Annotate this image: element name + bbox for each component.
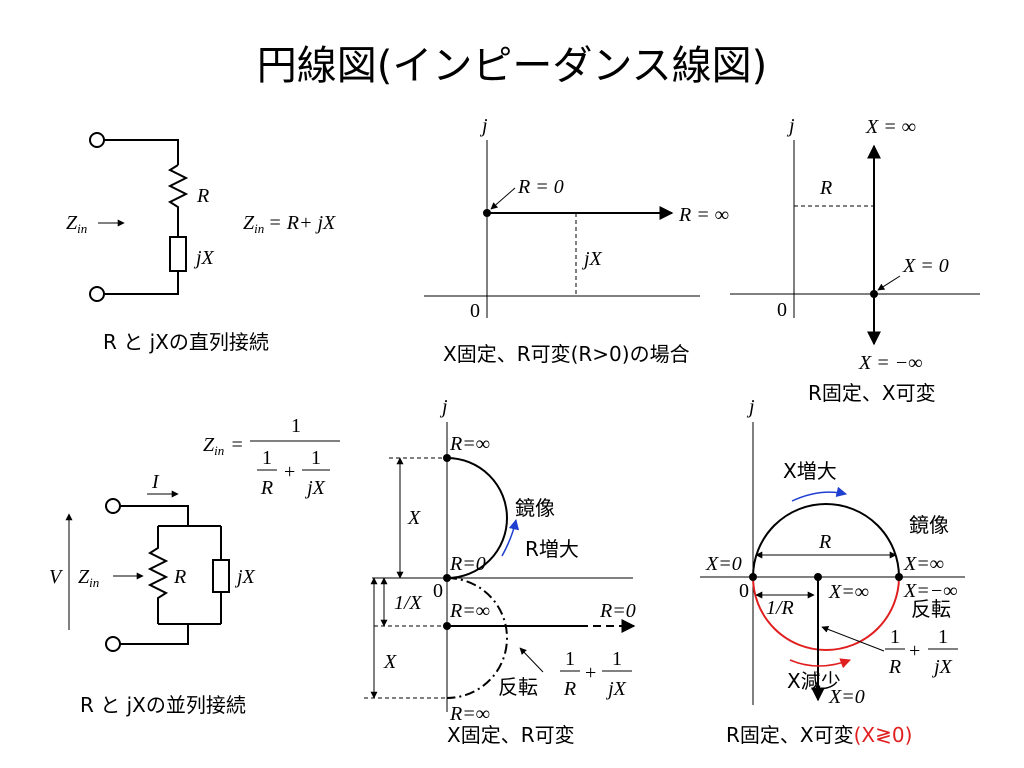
series-jx-label: jX — [193, 247, 215, 269]
pr-r-zero-right: R=0 — [599, 600, 636, 622]
svg-text:+: + — [284, 461, 295, 483]
reactance-jx — [212, 559, 230, 593]
svg-text:jX: jX — [605, 678, 627, 700]
svg-text:+: + — [909, 640, 920, 662]
r-fixed-x-neg-inf: X = −∞ — [858, 352, 922, 374]
pr-r-inf-top: R=∞ — [449, 433, 490, 455]
svg-text:R: R — [563, 678, 576, 700]
point-x-inf — [895, 573, 903, 581]
panel-parallel-x: j 0 X増大 鏡像 R X=0 X=∞ X=−∞ X=∞ 1/R 反転 1 R… — [700, 396, 965, 747]
terminal-top — [105, 498, 121, 514]
px-inv-r: 1/R — [766, 597, 794, 619]
px-x-zero-bottom: X=0 — [828, 686, 865, 708]
svg-text:j: j — [439, 396, 448, 418]
px-x-increase: X増大 — [783, 459, 837, 483]
svg-text:0: 0 — [739, 580, 749, 602]
svg-text:R: R — [888, 656, 901, 678]
r-fixed-x-pos-inf: X = ∞ — [865, 116, 916, 138]
svg-text:1: 1 — [938, 626, 948, 648]
px-mirror: 鏡像 — [909, 513, 949, 537]
svg-text:1: 1 — [612, 648, 622, 670]
px-x-zero-left: X=0 — [705, 553, 742, 575]
locus-upper-semicircle — [446, 457, 508, 579]
series-circuit: R jX Zin Zin= R+ jX R と jXの直列接続 — [66, 132, 336, 354]
slide-title: 円線図(インピーダンス線図) — [256, 43, 768, 89]
resistor-r — [147, 526, 169, 624]
svg-text:R: R — [260, 477, 273, 499]
r-fixed-caption: R固定、X可変 — [808, 381, 936, 405]
x-fixed-origin: 0 — [470, 300, 480, 322]
pr-inv-x: 1/X — [394, 592, 423, 614]
parallel-caption: R と jXの並列接続 — [80, 693, 246, 717]
pr-r-inf-mid: R=∞ — [449, 600, 490, 622]
px-r: R — [818, 531, 831, 553]
point-r-zero — [443, 574, 451, 582]
resistor-r — [167, 164, 189, 237]
parallel-circuit: Zin= 1 1 R + 1 jX I V Zin R jX R と jXの並列… — [49, 415, 340, 717]
terminal-top — [89, 132, 105, 148]
point-x-zero — [870, 290, 878, 298]
x-fixed-jx: jX — [581, 248, 603, 270]
x-fixed-caption: X固定、R可変(R>0)の場合 — [443, 342, 690, 366]
svg-text:1: 1 — [311, 447, 321, 469]
parallel-formula-num: 1 — [291, 415, 301, 437]
r-fixed-axis-j: j — [786, 115, 795, 137]
locus-lower-semicircle — [446, 577, 508, 699]
parallel-zin-circuit-label: Zin — [78, 566, 99, 590]
panel-r-fixed: j 0 X = ∞ R X = 0 X = −∞ R固定、X可変 — [730, 115, 980, 405]
px-x-neg-inf: X=−∞ — [903, 580, 957, 602]
svg-text:1: 1 — [565, 648, 575, 670]
x-decrease-arrow — [789, 658, 851, 669]
locus-lower-semicircle — [752, 576, 900, 651]
svg-text:+: + — [585, 662, 596, 684]
panel-parallel-r: j 0 R=∞ R=0 X 鏡像 R増大 1/X R=∞ R=0 X 反転 1 … — [364, 396, 636, 747]
point-x-zero — [749, 573, 757, 581]
r-fixed-r: R — [819, 177, 832, 199]
x-fixed-r-inf: R = ∞ — [678, 204, 729, 226]
px-x-decrease: X減少 — [787, 669, 841, 693]
pr-r-inf-bottom: R=∞ — [449, 703, 490, 725]
terminal-bottom — [105, 636, 121, 652]
px-x-inf-center: X=∞ — [828, 581, 869, 603]
parallel-i-label: I — [151, 471, 160, 493]
r-increase-arrow — [501, 518, 520, 557]
parallel-v-label: V — [49, 566, 64, 588]
parallel-jx-label: jX — [234, 566, 256, 588]
terminal-bottom — [89, 286, 105, 302]
svg-text:1: 1 — [262, 447, 272, 469]
series-zin-label: Zin — [66, 212, 87, 236]
svg-text:1: 1 — [890, 626, 900, 648]
pr-mirror: 鏡像 — [515, 496, 555, 520]
x-increase-arrow — [791, 486, 848, 502]
series-formula: Zin= R+ jX — [243, 212, 336, 236]
locus-upper-semicircle — [752, 503, 900, 578]
pr-invert: 反転 — [498, 675, 538, 699]
px-x-inf-right: X=∞ — [903, 553, 944, 575]
point-center — [814, 573, 822, 581]
pr-r-zero: R=0 — [449, 553, 486, 575]
panel-x-fixed: j 0 R = 0 R = ∞ jX X固定、R可変(R>0)の場合 — [424, 115, 729, 366]
pr-r-increase: R増大 — [525, 537, 579, 561]
point-r-zero — [483, 209, 491, 217]
r-fixed-x-zero: X = 0 — [902, 255, 949, 277]
x-fixed-axis-j: j — [479, 115, 488, 137]
reactance-jx — [169, 236, 187, 272]
r-fixed-origin: 0 — [777, 299, 787, 321]
svg-text:j: j — [746, 396, 755, 418]
pr-caption: X固定、R可変 — [447, 723, 575, 747]
x-fixed-r-zero: R = 0 — [517, 176, 564, 198]
px-invert: 反転 — [911, 597, 951, 621]
px-caption: R固定、X可変(X≷0) — [726, 723, 912, 747]
svg-text:jX: jX — [304, 477, 326, 499]
svg-text:jX: jX — [931, 656, 953, 678]
series-r-label: R — [196, 185, 209, 207]
parallel-zin-label: Zin= — [203, 434, 244, 458]
parallel-r-label: R — [173, 566, 186, 588]
pr-x-lower: X — [383, 651, 397, 673]
svg-text:0: 0 — [433, 580, 443, 602]
series-caption: R と jXの直列接続 — [103, 330, 269, 354]
pr-x: X — [407, 507, 421, 529]
